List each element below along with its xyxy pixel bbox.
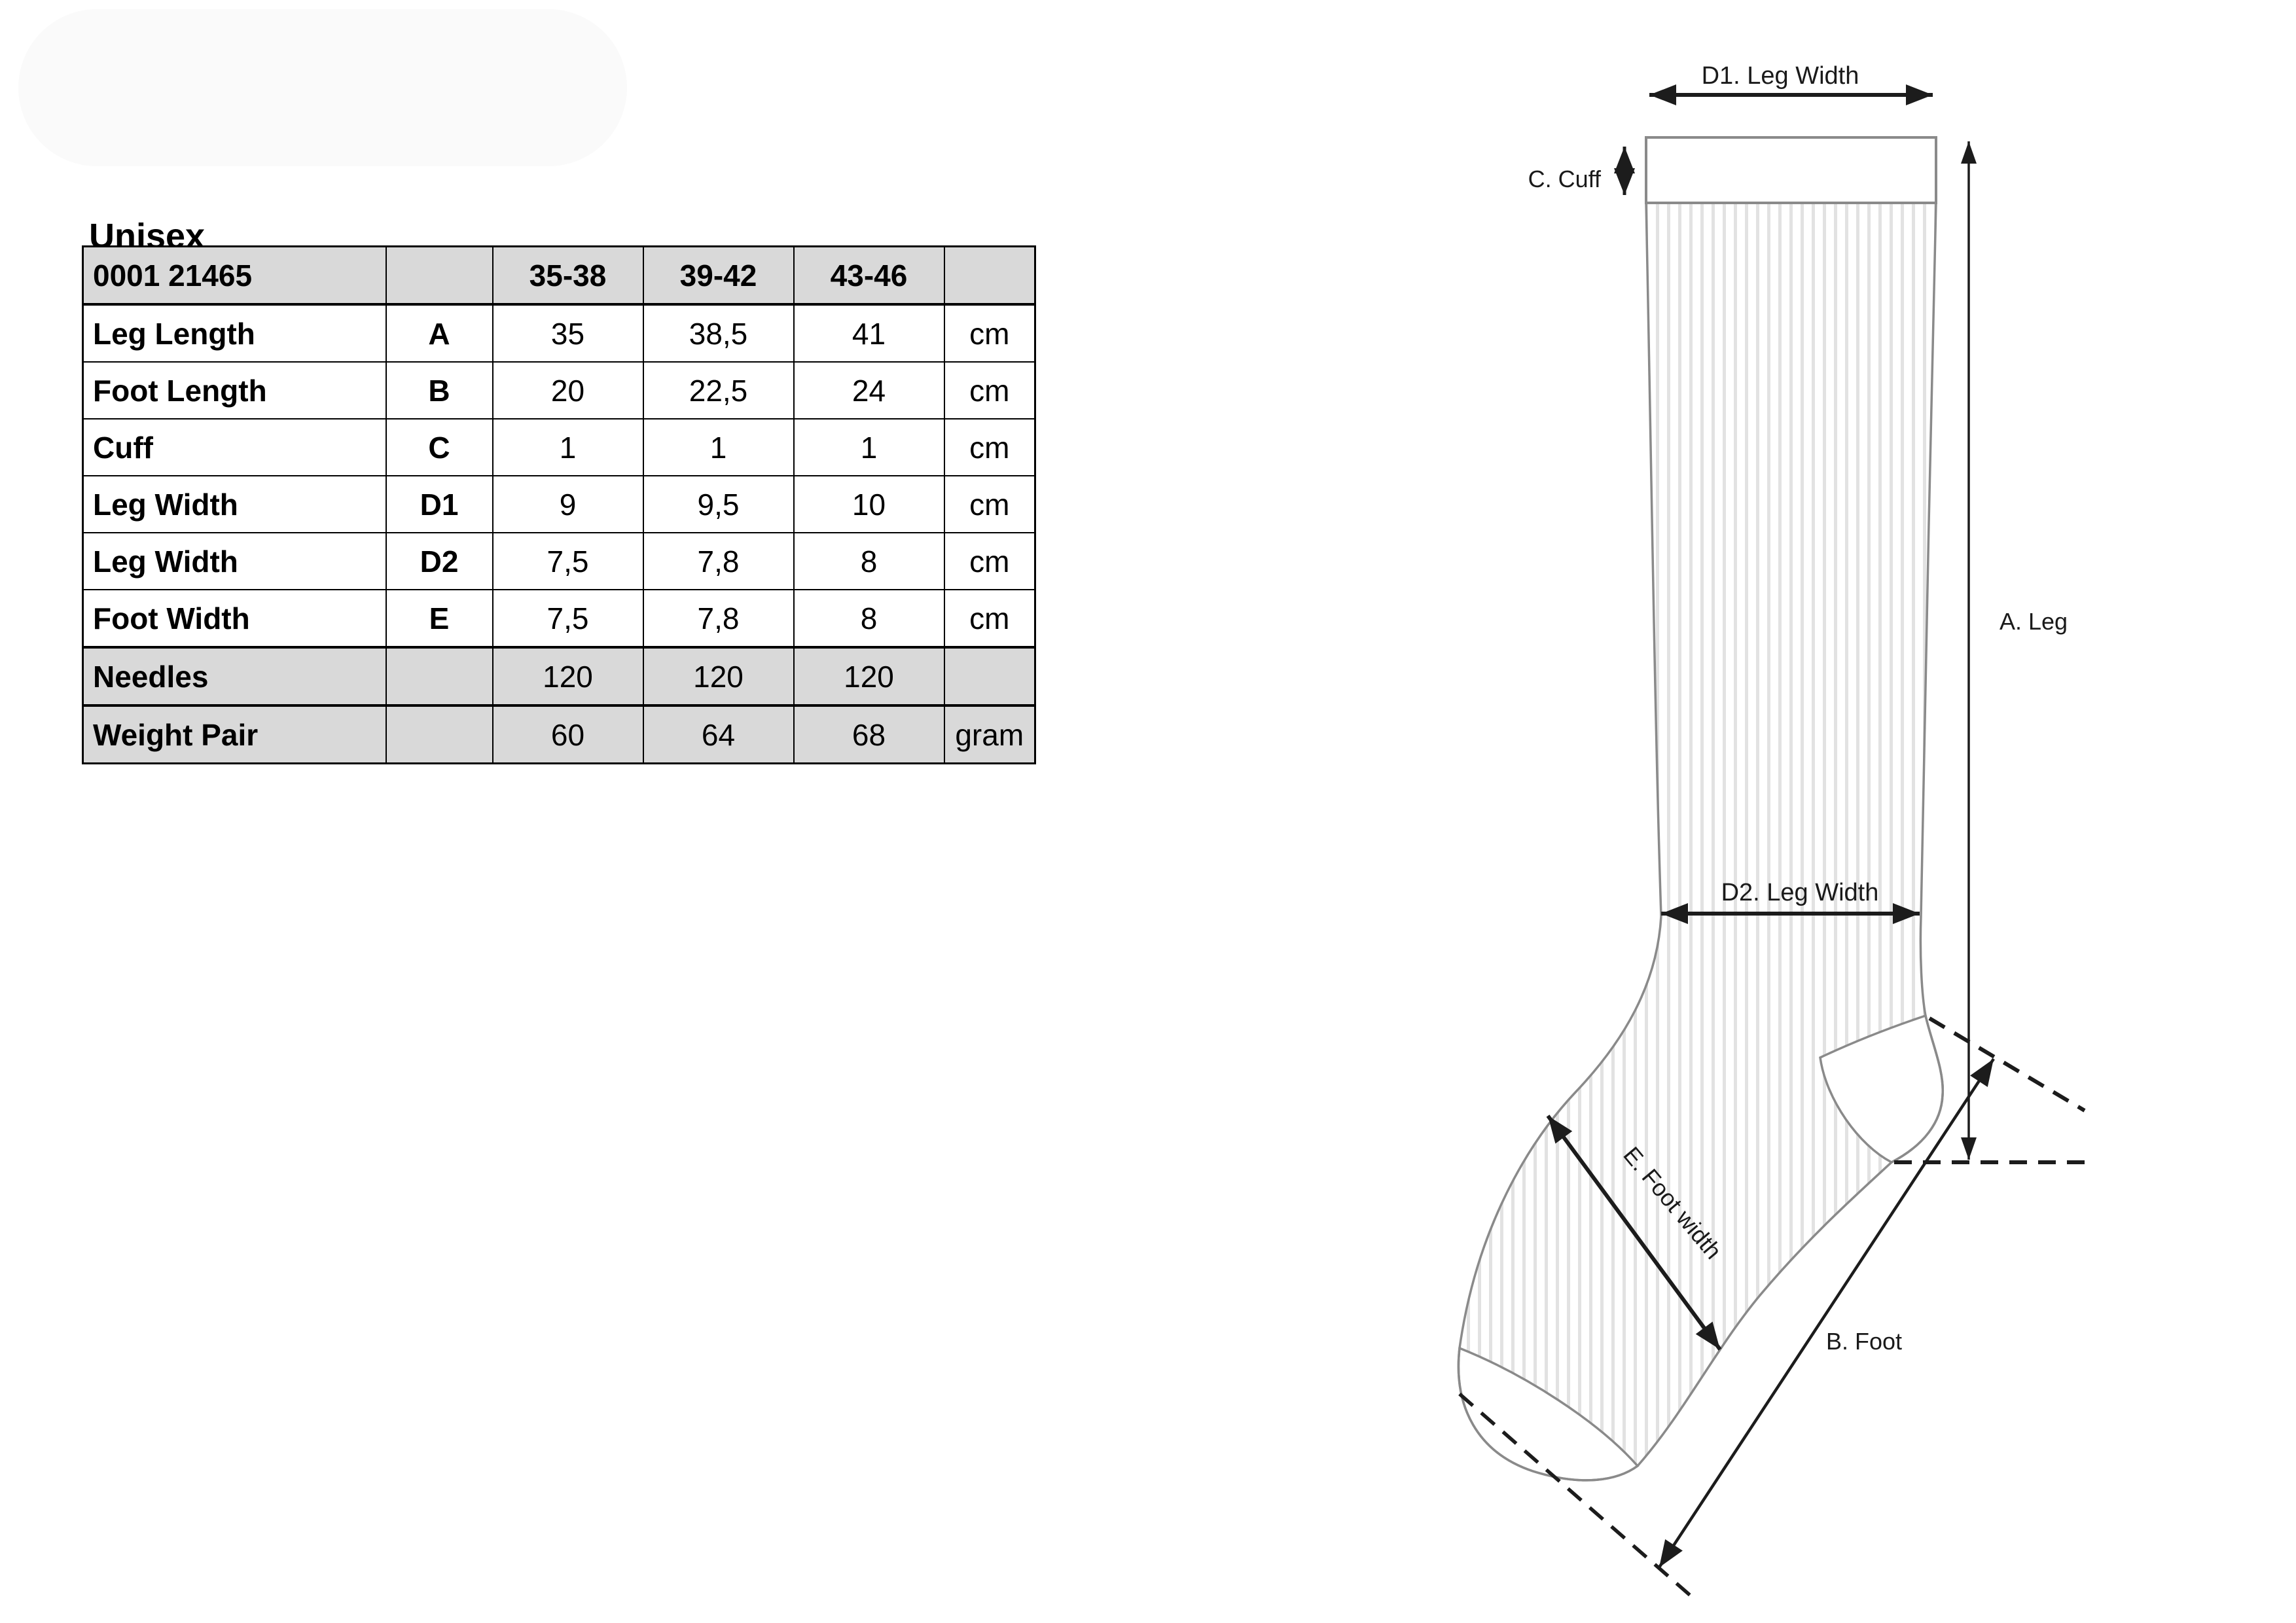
row-label: Weight Pair [82,704,387,764]
sock-outline [1457,202,1945,1482]
table-row-needles: Needles 120 120 120 [82,646,1036,706]
leg-length-label: A. Leg [2000,608,2068,635]
table-row-weight: Weight Pair 60 64 68 gram [82,704,1036,764]
row-value: 8 [793,589,945,648]
row-value: 41 [793,304,945,363]
row-label: Leg Length [82,304,387,363]
table-row: Foot Length B 20 22,5 24 cm [82,361,1036,419]
table-row: Leg Width D2 7,5 7,8 8 cm [82,532,1036,590]
row-letter: C [385,418,493,476]
row-value: 120 [642,646,795,706]
row-letter: A [385,304,493,363]
row-value: 1 [642,418,795,476]
row-unit: cm [943,418,1036,476]
table-row: Foot Width E 7,5 7,8 8 cm [82,589,1036,648]
table-row: Leg Width D1 9 9,5 10 cm [82,475,1036,533]
header-letter-empty [385,245,493,306]
row-value: 7,8 [642,589,795,648]
row-value: 38,5 [642,304,795,363]
row-value: 120 [793,646,945,706]
size-header-1: 35-38 [492,245,644,306]
size-header-3: 43-46 [793,245,945,306]
d2-leg-width-label: D2. Leg Width [1721,879,1879,906]
foot-width-arrow [1546,1115,1722,1351]
row-value: 1 [492,418,644,476]
heel-diagonal-dashed-line [1928,1016,2086,1113]
row-value: 22,5 [642,361,795,419]
row-unit: cm [943,475,1036,533]
row-letter: B [385,361,493,419]
row-value: 8 [793,532,945,590]
size-header-2: 39-42 [642,245,795,306]
row-value: 20 [492,361,644,419]
table-row: Cuff C 1 1 1 cm [82,418,1036,476]
table-row: Leg Length A 35 38,5 41 cm [82,304,1036,363]
row-unit [943,646,1036,706]
row-unit: cm [943,532,1036,590]
row-value: 64 [642,704,795,764]
row-unit: cm [943,304,1036,363]
toe-dashed-line [1458,1392,1693,1599]
row-label: Foot Width [82,589,387,648]
d1-leg-width-label: D1. Leg Width [1702,62,1859,90]
row-value: 1 [793,418,945,476]
row-unit: cm [943,589,1036,648]
row-value: 10 [793,475,945,533]
row-label: Leg Width [82,475,387,533]
row-value: 60 [492,704,644,764]
row-letter: D2 [385,532,493,590]
row-unit: gram [943,704,1036,764]
cuff-label: C. Cuff [1528,166,1602,192]
row-value: 120 [492,646,644,706]
size-table: 0001 21465 35-38 39-42 43-46 Leg Length … [82,245,1036,764]
row-letter [385,704,493,764]
row-label: Needles [82,646,387,706]
sock-body-rib [1458,203,1943,1480]
row-value: 35 [492,304,644,363]
row-value: 7,5 [492,532,644,590]
sock-cuff [1645,136,1937,204]
row-label: Cuff [82,418,387,476]
row-value: 9,5 [642,475,795,533]
row-label: Leg Width [82,532,387,590]
foot-length-arrow [1658,1058,1995,1569]
row-value: 7,8 [642,532,795,590]
product-code: 0001 21465 [82,245,387,306]
row-value: 68 [793,704,945,764]
header-unit-empty [943,245,1036,306]
row-label: Foot Length [82,361,387,419]
foot-length-label: B. Foot [1826,1328,1902,1355]
row-unit: cm [943,361,1036,419]
row-value: 24 [793,361,945,419]
row-value: 9 [492,475,644,533]
row-letter: E [385,589,493,648]
row-letter [385,646,493,706]
table-header-row: 0001 21465 35-38 39-42 43-46 [82,245,1036,306]
row-letter: D1 [385,475,493,533]
sock-measurement-diagram: D1. Leg Width C. Cuff A. Leg D2. Leg Wid… [1407,0,2296,1623]
row-value: 7,5 [492,589,644,648]
logo-placeholder [18,9,627,166]
